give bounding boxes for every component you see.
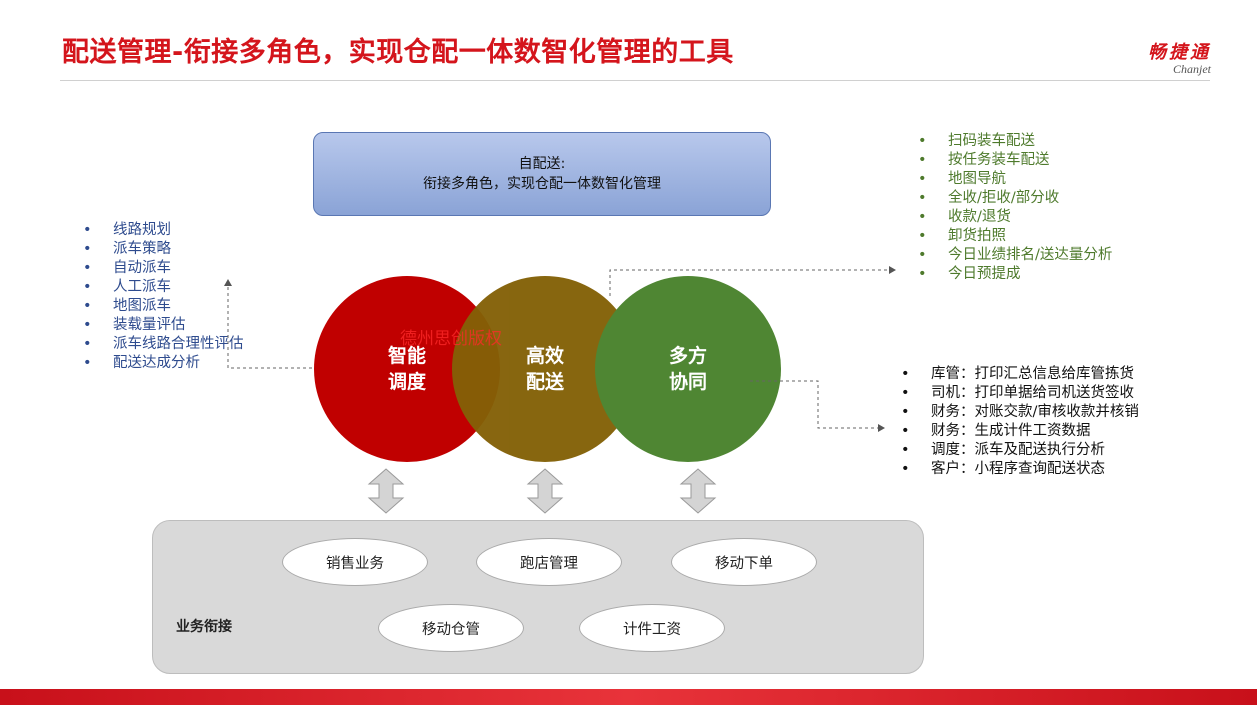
- business-item-sales: 销售业务: [282, 538, 428, 586]
- self-delivery-line2: 衔接多角色，实现仓配一体数智化管理: [423, 176, 661, 192]
- list-item: 派车线路合理性评估: [83, 335, 244, 354]
- smart-dispatch-feature-list: 线路规划 派车策略 自动派车 人工派车 地图派车 装载量评估 派车线路合理性评估…: [83, 221, 244, 373]
- business-item-mobile-warehouse: 移动仓管: [378, 604, 524, 652]
- circle-label-line2: 调度: [387, 371, 426, 393]
- business-item-mobile-order: 移动下单: [671, 538, 817, 586]
- collaboration-role-list: 库管：打印汇总信息给库管拣货 司机：打印单据给司机送货签收 财务：对账交款/审核…: [901, 365, 1139, 479]
- brand-logo: 畅捷通 Chanjet: [1148, 38, 1211, 77]
- list-item: 司机：打印单据给司机送货签收: [901, 384, 1139, 403]
- list-item: 线路规划: [83, 221, 244, 240]
- list-item: 自动派车: [83, 259, 244, 278]
- list-item: 今日业绩排名/送达量分析: [918, 246, 1112, 265]
- watermark: 德州思创版权: [400, 329, 502, 349]
- list-item: 财务：生成计件工资数据: [901, 422, 1139, 441]
- logo-english: Chanjet: [1173, 62, 1211, 76]
- list-item: 派车策略: [83, 240, 244, 259]
- double-arrow-icon: [526, 468, 564, 514]
- double-arrow-icon: [679, 468, 717, 514]
- list-item: 客户：小程序查询配送状态: [901, 460, 1139, 479]
- dashed-connector-left: [224, 279, 312, 369]
- business-panel-label: 业务衔接: [176, 619, 232, 635]
- list-item: 调度：派车及配送执行分析: [901, 441, 1139, 460]
- self-delivery-box: 自配送: 衔接多角色，实现仓配一体数智化管理: [313, 132, 771, 216]
- page-title: 配送管理-衔接多角色，实现仓配一体数智化管理的工具: [62, 37, 734, 68]
- double-arrow-icon: [367, 468, 405, 514]
- dashed-connector-right: [750, 380, 885, 432]
- list-item: 财务：对账交款/审核收款并核销: [901, 403, 1139, 422]
- list-item: 按任务装车配送: [918, 151, 1112, 170]
- dashed-connector-top-right: [609, 266, 896, 296]
- logo-chinese: 畅捷通: [1148, 42, 1211, 63]
- efficient-delivery-feature-list: 扫码装车配送 按任务装车配送 地图导航 全收/拒收/部分收 收款/退货 卸货拍照…: [918, 132, 1112, 284]
- list-item: 全收/拒收/部分收: [918, 189, 1112, 208]
- list-item: 库管：打印汇总信息给库管拣货: [901, 365, 1139, 384]
- business-item-piecework-wage: 计件工资: [579, 604, 725, 652]
- circle-label-line2: 配送: [525, 371, 564, 393]
- list-item: 卸货拍照: [918, 227, 1112, 246]
- title-divider: [60, 80, 1210, 81]
- list-item: 地图导航: [918, 170, 1112, 189]
- list-item: 收款/退货: [918, 208, 1112, 227]
- business-item-store-visit: 跑店管理: [476, 538, 622, 586]
- circle-label-line1: 高效: [525, 345, 564, 367]
- circle-label-line1: 多方: [668, 345, 707, 367]
- circle-label-line1: 智能: [387, 345, 426, 367]
- list-item: 扫码装车配送: [918, 132, 1112, 151]
- list-item: 今日预提成: [918, 265, 1112, 284]
- collaboration-circle: 多方 协同: [595, 276, 781, 462]
- circle-label-line2: 协同: [668, 371, 707, 393]
- list-item: 地图派车: [83, 297, 244, 316]
- list-item: 人工派车: [83, 278, 244, 297]
- list-item: 配送达成分析: [83, 354, 244, 373]
- footer-band: [0, 689, 1257, 705]
- list-item: 装载量评估: [83, 316, 244, 335]
- self-delivery-line1: 自配送:: [518, 156, 566, 172]
